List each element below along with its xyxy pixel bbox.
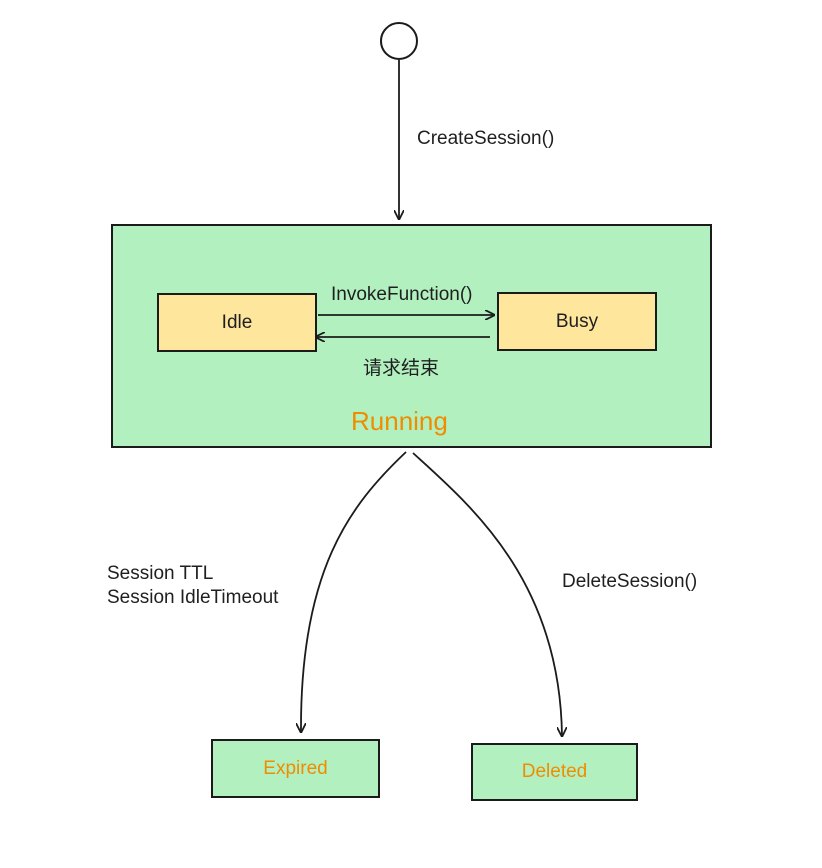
request-end-label: 请求结束 [363,358,440,379]
expired-state: Expired [211,739,380,798]
session-idle-timeout-label: Session IdleTimeout [107,587,279,608]
expired-state-label: Expired [263,757,328,779]
expired-transition-arrow [301,451,407,732]
idle-state-label: Idle [221,311,253,333]
running-state-label: Running [351,406,448,436]
delete-session-label: DeleteSession() [562,571,698,592]
deleted-state: Deleted [471,743,638,801]
deleted-transition-arrow [412,452,562,736]
create-session-label: CreateSession() [417,128,555,149]
idle-state: Idle [157,293,317,352]
busy-state-label: Busy [555,310,599,332]
initial-state-node [380,22,418,60]
deleted-state-label: Deleted [521,761,588,782]
session-ttl-label: Session TTL [107,563,214,584]
invoke-function-label: InvokeFunction() [331,284,473,305]
busy-state: Busy [497,292,657,351]
